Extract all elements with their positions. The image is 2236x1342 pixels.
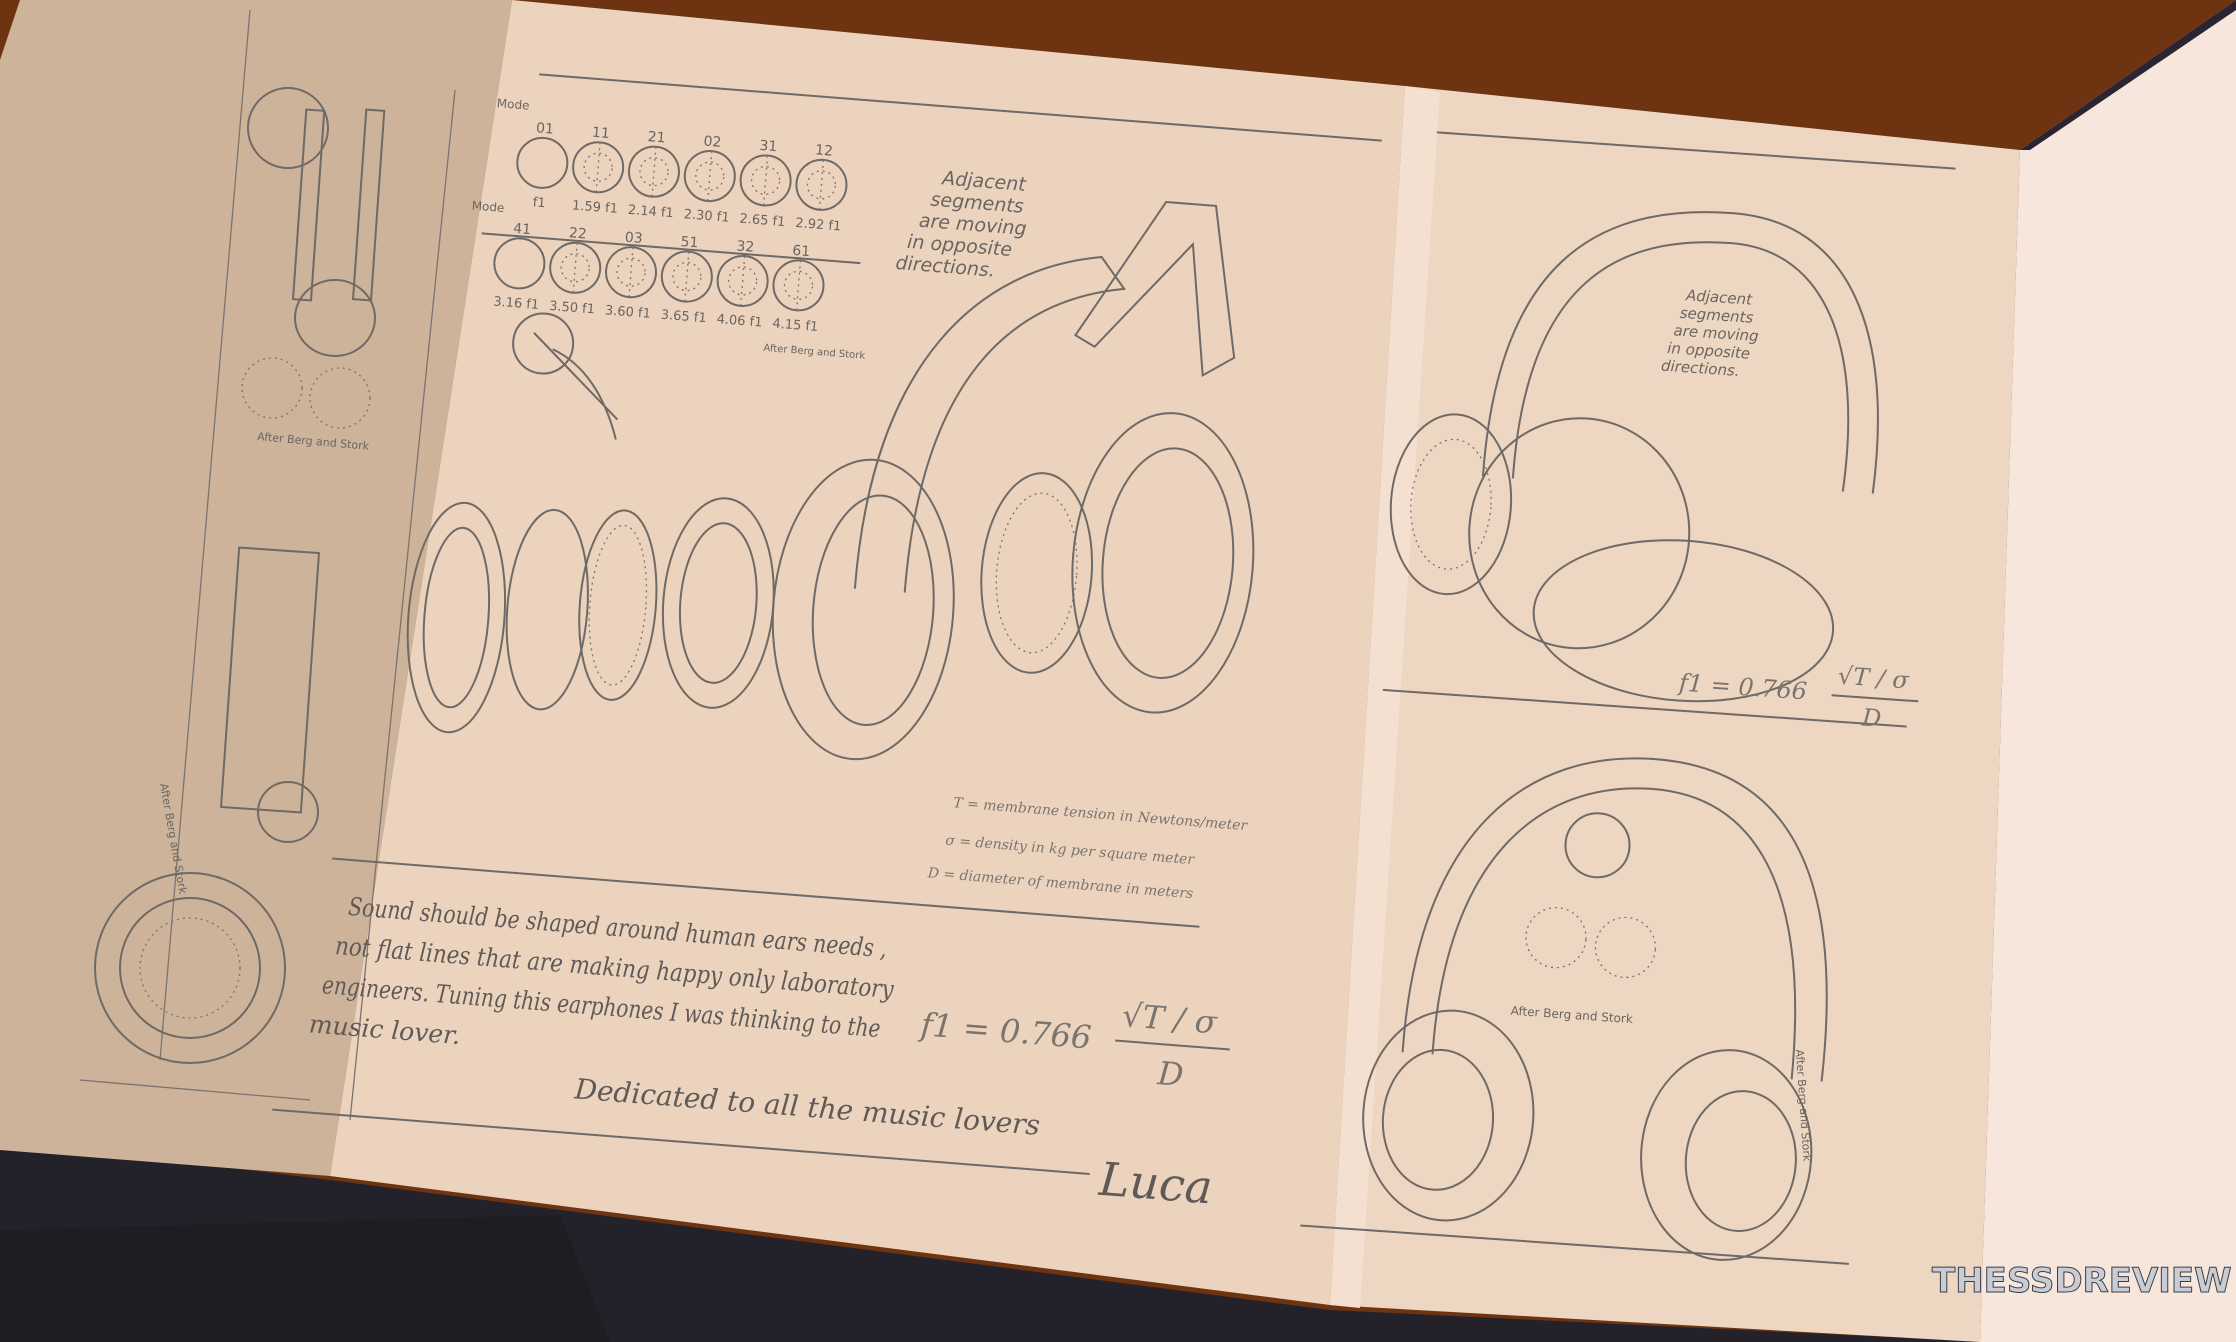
mode-label: Mode xyxy=(471,198,505,215)
mode-frequency: 3.65 f1 xyxy=(660,308,707,327)
formula-denominator: D xyxy=(1155,1054,1185,1094)
nodal-line xyxy=(684,251,690,302)
nodal-line xyxy=(707,151,713,202)
nodal-line xyxy=(572,242,578,293)
adjacent-note-line: segments xyxy=(1679,304,1754,327)
mode-frequency: 2.92 f1 xyxy=(795,216,842,235)
watermark-logo: THESSDREVIEW xyxy=(1932,1261,2232,1301)
mode-frequency: 2.14 f1 xyxy=(627,203,674,222)
nodal-line xyxy=(695,161,725,191)
mode-frequency: 4.15 f1 xyxy=(772,316,819,335)
formula-denominator: D xyxy=(1860,703,1882,732)
headphone-side-drawing xyxy=(1389,211,1879,703)
nodal-line xyxy=(806,170,837,200)
formula-numerator: √T / σ xyxy=(1121,996,1220,1041)
spine-fold xyxy=(1330,86,1440,1308)
left-panel xyxy=(0,0,512,1176)
signature: Luca xyxy=(1096,1152,1214,1215)
nodal-line xyxy=(560,253,590,283)
exploded-headphone-drawing xyxy=(406,200,1255,761)
nodal-line xyxy=(583,152,613,182)
mode-frequency: 2.65 f1 xyxy=(739,212,786,231)
mode-frequency: 3.16 f1 xyxy=(493,294,540,313)
nodal-line xyxy=(783,270,814,301)
adjacent-note-line: are moving xyxy=(1673,321,1759,345)
nodal-line xyxy=(763,155,769,206)
right-panel xyxy=(1330,86,2020,1342)
mode-label: Mode xyxy=(496,96,530,113)
adjacent-note-line: in opposite xyxy=(1667,339,1751,363)
mode-frequency: 2.30 f1 xyxy=(683,207,730,226)
mode-frequency: f1 xyxy=(532,195,546,211)
right-panel-content: Adjacent segments are moving in opposite… xyxy=(1300,131,1956,1265)
nodal-line xyxy=(639,157,669,187)
mode-number: 51 xyxy=(680,234,699,251)
adjacent-note-line: Adjacent xyxy=(1684,286,1753,309)
nodal-line xyxy=(616,257,646,287)
mode-number: 32 xyxy=(736,238,755,255)
nodal-line xyxy=(651,146,657,197)
mode-number: 02 xyxy=(703,133,722,150)
mode-number: 12 xyxy=(815,142,834,159)
tablet-device xyxy=(0,1215,610,1342)
mode-circle xyxy=(493,237,546,290)
nodal-line xyxy=(740,255,746,306)
mode-frequency: 4.06 f1 xyxy=(716,312,763,331)
mode-number: 31 xyxy=(759,138,778,155)
nodal-line xyxy=(728,266,758,296)
box-flap xyxy=(1980,0,2236,1342)
nodal-line xyxy=(672,261,702,292)
mode-frequency: 3.60 f1 xyxy=(604,303,651,322)
mode-number: 41 xyxy=(513,221,532,238)
mode-number: 22 xyxy=(568,225,587,242)
mode-number: 21 xyxy=(647,129,666,146)
middle-panel xyxy=(330,0,1405,1305)
mode-circle xyxy=(516,136,569,189)
formula-numerator: √T / σ xyxy=(1837,662,1910,695)
nodal-line xyxy=(595,142,601,193)
adjacent-note-line: directions. xyxy=(1660,357,1740,380)
mode-number: 03 xyxy=(624,230,643,247)
nodal-line xyxy=(795,260,802,311)
nodal-line xyxy=(818,159,825,210)
mode-frequency: 1.59 f1 xyxy=(571,198,618,217)
mode-frequency: 3.50 f1 xyxy=(549,299,596,318)
mode-number: 11 xyxy=(591,125,610,142)
mode-number: 01 xyxy=(535,120,554,137)
box-flap-edge xyxy=(2020,0,2236,150)
mode-number: 61 xyxy=(792,243,811,260)
nodal-line xyxy=(628,247,634,298)
headphone-front-drawing xyxy=(1362,757,1828,1261)
